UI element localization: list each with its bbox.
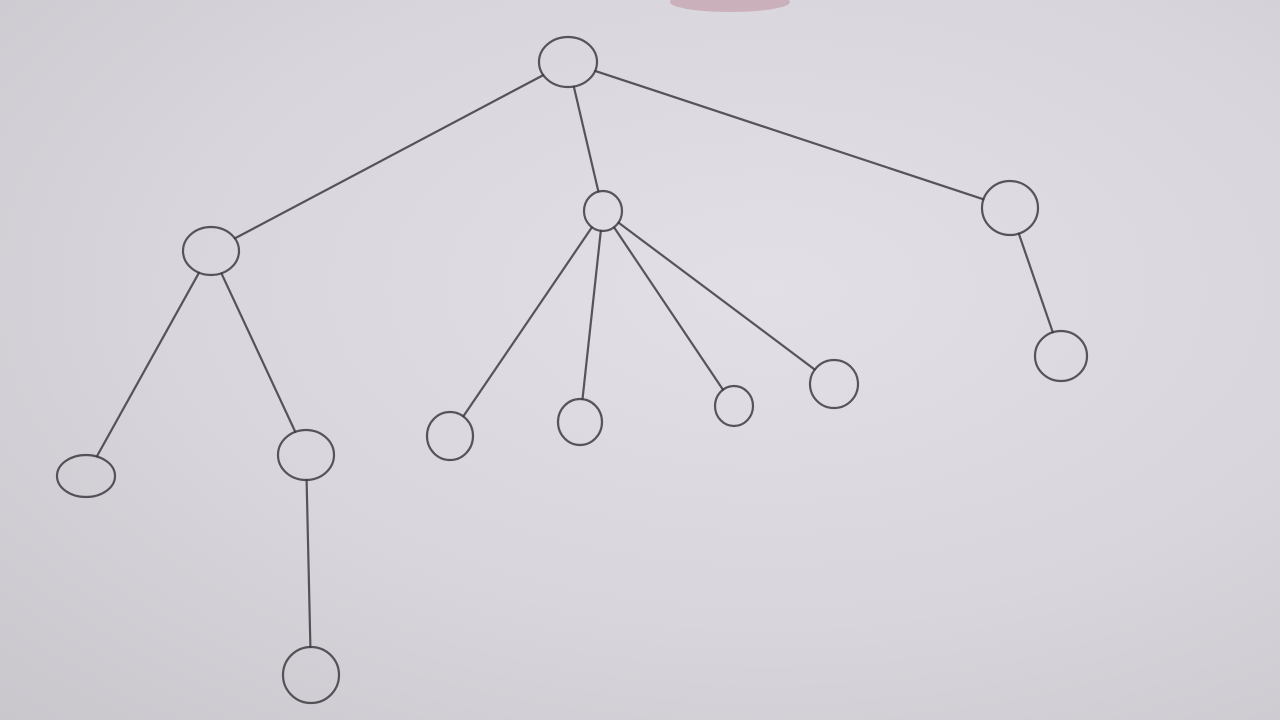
tree-node-n9 bbox=[713, 384, 755, 428]
tree-node-n6 bbox=[281, 645, 341, 705]
tree-node-n11 bbox=[1033, 329, 1089, 383]
edge-n5-n6 bbox=[305, 478, 312, 649]
blurred-object bbox=[670, 0, 790, 12]
edge-n0-n3 bbox=[593, 69, 985, 201]
edge-n1-n4 bbox=[95, 271, 201, 458]
edge-n3-n11 bbox=[1017, 232, 1054, 334]
tree-node-n4 bbox=[55, 453, 117, 499]
tree-node-n7 bbox=[425, 410, 475, 462]
tree-node-n8 bbox=[556, 397, 604, 447]
edge-n2-n8 bbox=[581, 229, 602, 401]
tree-node-n1 bbox=[181, 225, 241, 277]
nodes-layer bbox=[55, 35, 1089, 705]
edge-n2-n10 bbox=[617, 221, 816, 371]
edges-layer bbox=[95, 69, 1054, 649]
tree-node-n0 bbox=[537, 35, 599, 89]
tree-node-n5 bbox=[276, 428, 336, 482]
edge-n2-n7 bbox=[462, 226, 594, 418]
edge-n0-n2 bbox=[572, 85, 600, 193]
tree-node-n10 bbox=[808, 358, 860, 410]
edge-n2-n9 bbox=[612, 226, 725, 391]
tree-node-n2 bbox=[582, 189, 624, 233]
tree-node-n3 bbox=[980, 179, 1040, 237]
edge-n1-n5 bbox=[220, 272, 297, 433]
edge-n0-n1 bbox=[233, 73, 545, 240]
